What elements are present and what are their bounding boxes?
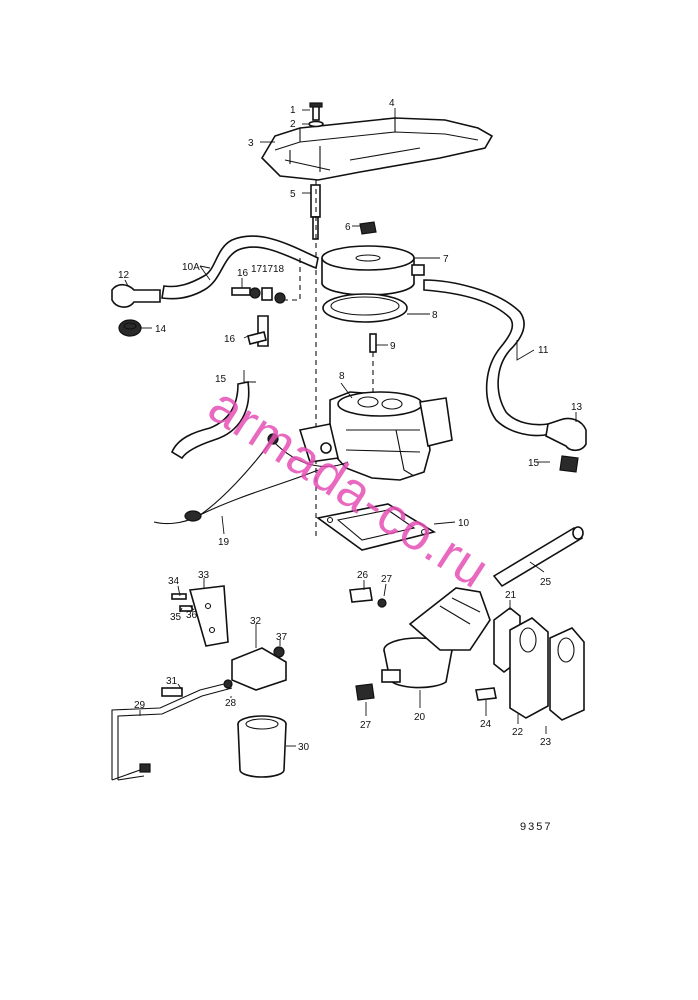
carburetor-gasket xyxy=(316,503,437,551)
label-2: 10 xyxy=(458,518,470,529)
stud xyxy=(310,180,321,540)
fuel-pump xyxy=(349,587,491,701)
label-19: 20 xyxy=(414,712,426,723)
label-26: 27 xyxy=(381,574,393,585)
label-5: 8 xyxy=(432,310,438,321)
label-12: 3 xyxy=(248,138,254,149)
label-17-right: 11 xyxy=(538,345,549,356)
label-29: 30 xyxy=(298,742,310,753)
label-27-pump: 27 xyxy=(360,720,372,731)
cover-bolt xyxy=(308,102,324,128)
label-1: 8 xyxy=(339,371,345,382)
part-number-labels: 1 2 3 4 5 6 7 8 9 8 10 10A 11 12 13 14 1… xyxy=(118,98,583,753)
label-36: 37 xyxy=(276,632,288,643)
vent-valve xyxy=(369,333,377,395)
label-17-left: 10A xyxy=(182,262,200,273)
label-31: 32 xyxy=(250,616,262,627)
hose-fittings xyxy=(231,258,301,304)
label-4: 6 xyxy=(345,222,351,233)
hose-right xyxy=(423,279,587,473)
label-33: 34 xyxy=(168,576,180,587)
label-18: 19 xyxy=(218,537,230,548)
label-3: 9 xyxy=(390,341,396,352)
air-cleaner-gasket xyxy=(322,293,408,323)
label-15-right: 15 xyxy=(528,458,540,469)
wing-nut xyxy=(359,221,377,235)
leader-lines xyxy=(124,108,577,747)
label-21: 22 xyxy=(512,727,524,738)
label-28: 29 xyxy=(134,700,146,711)
throttle-cable xyxy=(153,433,349,525)
label-8a: 17 xyxy=(251,264,263,275)
push-rod xyxy=(492,526,584,588)
label-14: 2 xyxy=(290,119,296,130)
label-23: 24 xyxy=(480,719,492,730)
label-10a: 16 xyxy=(224,334,236,345)
label-11: 5 xyxy=(290,189,296,200)
label-16-right: 13 xyxy=(571,402,583,413)
label-13: 1 xyxy=(290,105,296,116)
label-9: 17 xyxy=(262,264,274,275)
hose-lower-left xyxy=(170,315,269,460)
label-20: 21 xyxy=(505,590,517,601)
label-35: 36 xyxy=(186,610,198,621)
label-22: 23 xyxy=(540,737,552,748)
label-8b: 18 xyxy=(273,264,285,275)
label-25: 26 xyxy=(357,570,369,581)
carburetor xyxy=(298,391,453,481)
label-34: 35 xyxy=(170,612,182,623)
label-27-filter: 28 xyxy=(225,698,237,709)
hose-left xyxy=(111,235,319,337)
label-37: 4 xyxy=(389,98,395,109)
air-cleaner-cover xyxy=(260,117,494,181)
fuel-filter-assembly xyxy=(111,585,287,781)
label-15-left: 14 xyxy=(155,324,167,335)
label-24: 25 xyxy=(540,577,552,588)
label-7: 16 xyxy=(237,268,249,279)
label-10: 15 xyxy=(215,374,227,385)
air-filter-element xyxy=(321,245,425,296)
label-30: 31 xyxy=(166,676,178,687)
label-16-left: 12 xyxy=(118,270,130,281)
label-32: 33 xyxy=(198,570,210,581)
pump-spacers xyxy=(475,606,585,721)
figure-number: 9357 xyxy=(520,821,552,833)
label-6: 7 xyxy=(443,254,449,265)
